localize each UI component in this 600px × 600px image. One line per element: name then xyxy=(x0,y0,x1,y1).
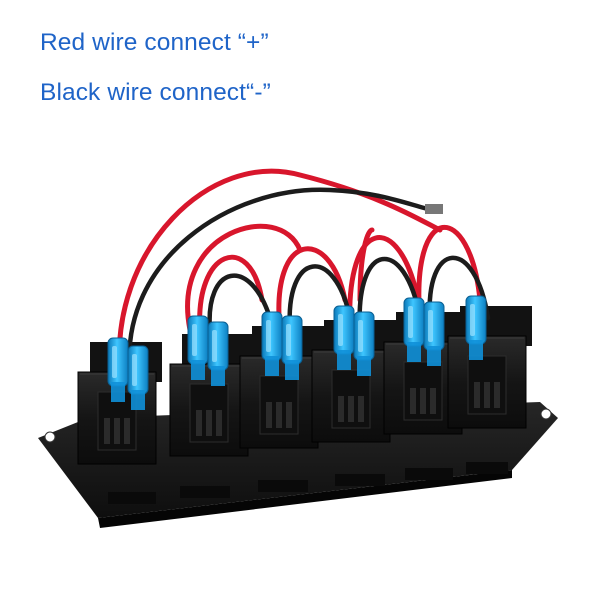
red-wire xyxy=(357,227,375,303)
blue-connector xyxy=(333,305,355,370)
blue-connector xyxy=(465,295,487,360)
red-wire xyxy=(416,224,483,323)
red-wire xyxy=(185,223,303,333)
black-wire xyxy=(357,256,423,333)
blue-connector xyxy=(353,311,375,376)
blue-connector xyxy=(107,337,129,402)
mounting-hole-left xyxy=(44,431,56,443)
wire-end xyxy=(425,204,443,214)
blue-connector xyxy=(403,297,425,362)
black-wire xyxy=(287,264,353,333)
red-wire xyxy=(116,168,443,375)
blue-connector xyxy=(127,345,149,410)
blue-connector xyxy=(261,311,283,376)
black-wire xyxy=(427,255,491,323)
black-wire xyxy=(127,187,435,375)
mounting-hole-right xyxy=(540,408,552,420)
wiring-harness xyxy=(116,168,491,375)
caption-black-wire: Black wire connect“-” xyxy=(40,79,271,106)
caption-red-wire: Red wire connect “+” xyxy=(40,29,269,56)
red-wire xyxy=(347,235,421,333)
blue-connector xyxy=(187,315,209,380)
blue-connector xyxy=(423,301,445,366)
blue-connector xyxy=(207,321,229,386)
rocker-switch xyxy=(447,306,532,429)
red-wire xyxy=(276,246,348,333)
black-wire xyxy=(207,273,273,333)
red-wire xyxy=(197,254,265,333)
blue-connector xyxy=(281,315,303,380)
blue-connectors xyxy=(107,295,487,410)
